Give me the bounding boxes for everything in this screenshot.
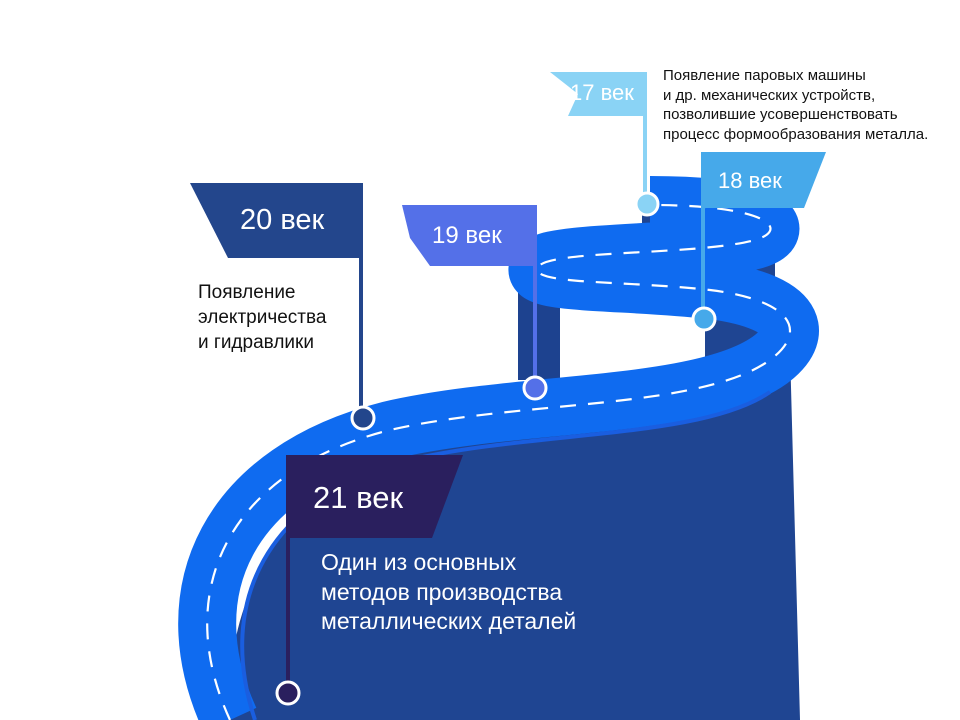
road-center-line [206, 203, 791, 720]
marker-18 [691, 306, 717, 332]
flag-19 [402, 205, 537, 266]
road-wall-main [229, 350, 800, 720]
flag-18-label: 18 век [718, 168, 782, 193]
milestone-20-description: Появление электричества и гидравлики [198, 282, 327, 353]
marker-20 [350, 405, 376, 431]
marker-19 [522, 375, 548, 401]
flag-17 [550, 72, 647, 116]
flag-19-label: 19 век [432, 222, 502, 249]
flag-18 [701, 152, 826, 208]
flag-20-label: 20 век [240, 204, 325, 236]
flag-20 [190, 183, 363, 258]
marker-17 [634, 191, 660, 217]
flag-21-label: 21 век [313, 480, 404, 515]
milestone-17-description: Появление паровых машины и др. механичес… [663, 67, 929, 143]
marker-21 [275, 680, 301, 706]
milestone-21-description: Один из основных методов производства ме… [321, 549, 577, 634]
flag-17-label: 17 век [570, 80, 634, 105]
flag-21 [286, 455, 463, 538]
